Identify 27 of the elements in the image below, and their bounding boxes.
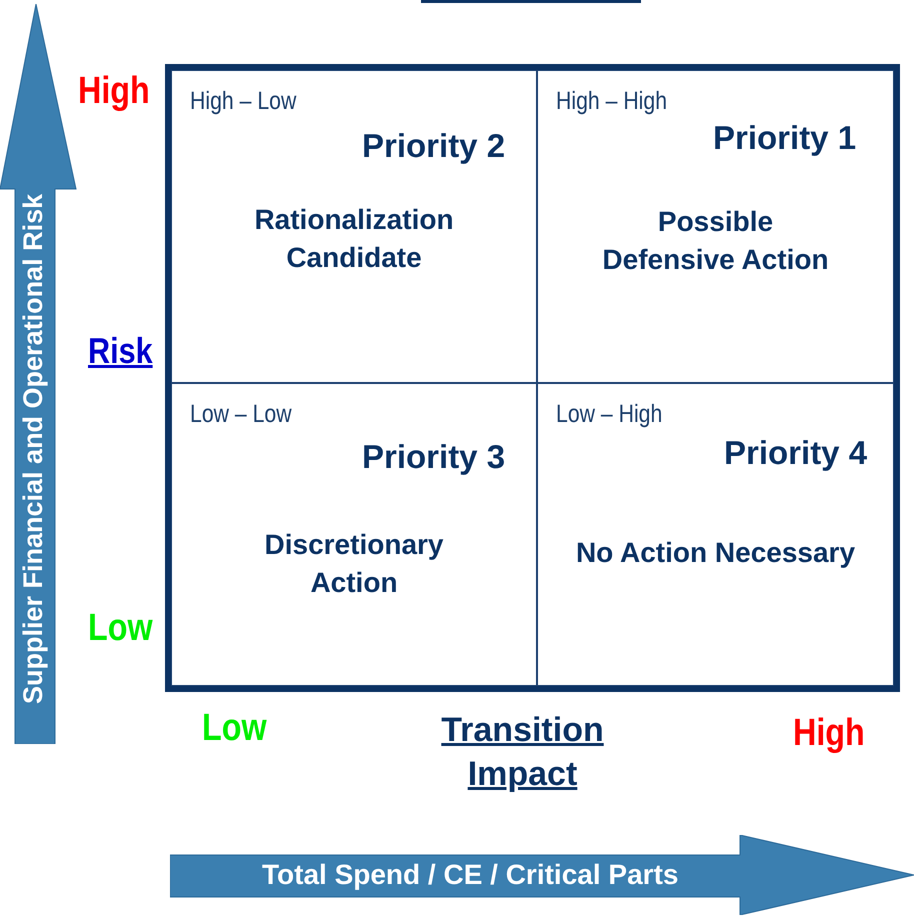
matrix-grid: [165, 64, 900, 692]
quadrant-label: High – Low: [190, 87, 296, 116]
matrix-quadrant: [171, 70, 537, 383]
axis-arrow: [170, 835, 914, 915]
action-text: Rationalization Candidate: [253, 203, 455, 275]
axis-label: Low: [88, 607, 153, 650]
matrix-quadrant: [171, 383, 537, 686]
arrow-text: Total Spend / CE / Critical Parts: [262, 859, 678, 891]
priority-label: Priority 4: [724, 434, 868, 472]
priority-label: Priority 1: [713, 119, 856, 157]
axis-label: High: [793, 712, 865, 755]
axis-title: Transition Impact: [440, 710, 605, 795]
matrix-quadrant: [537, 383, 894, 686]
matrix-quadrant: [537, 70, 894, 383]
priority-label: Priority 3: [362, 438, 506, 476]
action-text: Possible Defensive Action: [601, 205, 830, 277]
axis-label: High: [78, 70, 150, 113]
axis-title: Risk: [88, 330, 153, 372]
priority-label: Priority 2: [362, 127, 506, 165]
quadrant-label: Low – Low: [190, 400, 292, 429]
quadrant-label: Low – High: [556, 400, 662, 429]
axis-arrow: [0, 4, 78, 744]
action-text: Discretionary Action: [264, 528, 444, 600]
arrow-text: Supplier Financial and Operational Risk: [18, 194, 49, 704]
action-text: No Action Necessary: [574, 536, 856, 570]
quadrant-label: High – High: [556, 87, 668, 116]
axis-label: Low: [202, 707, 267, 750]
